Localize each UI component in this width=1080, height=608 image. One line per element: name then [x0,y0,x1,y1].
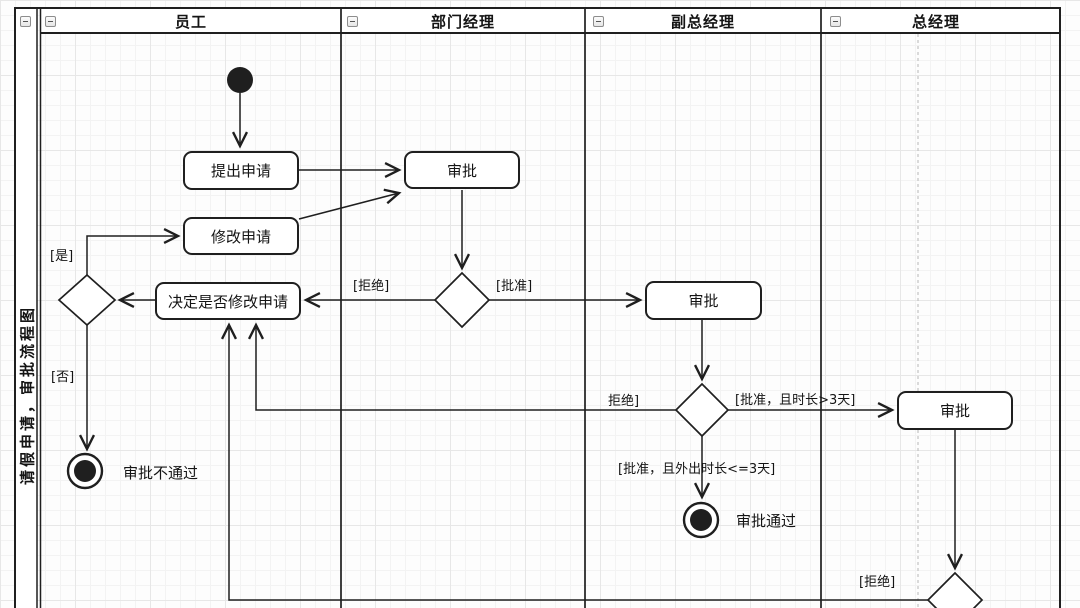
guard-vice-approve-short: [批准，且外出时长<=3天] [618,462,776,477]
decision-general-manager[interactable] [926,571,984,608]
final-node-pass[interactable] [682,501,720,539]
edge-modify-to-dept-approve [298,188,402,220]
activity-gm-approve[interactable]: 审批 [897,391,1013,430]
pool-title: 请假申请，审批流程图 [18,304,37,486]
lane-header-dept-manager: 部门经理 [430,13,495,31]
collapse-lane-general-manager-icon[interactable] [830,16,841,27]
start-node[interactable] [227,67,253,93]
caption-end-pass: 审批通过 [736,512,797,530]
guard-yes: [是] [50,249,74,264]
guard-gm-reject: [拒绝] [859,575,896,590]
activity-decide-modify[interactable]: 决定是否修改申请 [155,282,301,320]
caption-end-fail: 审批不通过 [123,464,199,482]
edge-gm-reject-to-decide [220,322,928,601]
edge-vice-reject-to-decide [247,322,676,411]
guard-dept-approve: [批准] [496,279,533,294]
collapse-lane-employee-icon[interactable] [45,16,56,27]
activity-dept-approve[interactable]: 审批 [404,151,520,189]
collapse-lane-dept-manager-icon[interactable] [347,16,358,27]
guard-dept-reject: [拒绝] [353,279,390,294]
collapse-pool-icon[interactable] [20,16,31,27]
collapse-lane-vice-manager-icon[interactable] [593,16,604,27]
pool-title-strip [16,8,37,608]
guard-no: [否] [51,370,75,385]
final-node-fail[interactable] [66,452,104,490]
lane-header-general-manager: 总经理 [911,13,960,31]
edge-yes-to-modify [86,227,181,275]
activity-submit-request[interactable]: 提出申请 [183,151,299,190]
activity-modify-request[interactable]: 修改申请 [183,217,299,255]
decision-vice-manager[interactable] [674,382,730,438]
lane-header-vice-manager: 副总经理 [670,13,735,31]
guard-vice-reject: 拒绝] [608,394,640,409]
decision-dept-manager[interactable] [433,271,491,329]
lane-header-employee: 员工 [174,13,207,31]
lane-header-background [41,8,1060,33]
guard-vice-approve-long: [批准，且时长>3天] [735,393,856,408]
activity-vice-approve[interactable]: 审批 [645,281,762,320]
decision-modify-or-not[interactable] [57,273,117,327]
